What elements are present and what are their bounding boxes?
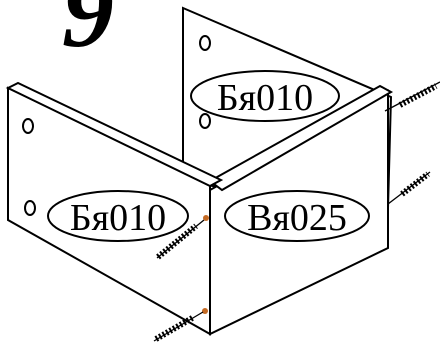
back-panel-hole: [199, 35, 211, 51]
screw-icon: [153, 311, 204, 342]
back-panel-label: Бя010: [217, 77, 313, 119]
front-panel-top-edge: [208, 84, 394, 192]
left-panel-label-oval: [47, 190, 189, 242]
left-panel-hole: [22, 118, 34, 134]
left-panel: Бя010: [5, 81, 224, 336]
front-panel-label: Вя025: [247, 197, 347, 239]
back-panel-label-oval: [190, 70, 340, 122]
screw-icon: [156, 219, 205, 260]
screw-icon: [384, 81, 440, 112]
left-panel-hole: [24, 200, 36, 216]
left-panel-top-edge: [5, 81, 224, 188]
left-panel-pilot-hole: [203, 215, 209, 221]
back-panel-hole: [199, 113, 211, 129]
left-panel-label: Бя010: [70, 197, 166, 239]
left-panel-pilot-hole: [202, 308, 208, 314]
step-number-label: 9: [62, 0, 114, 69]
screw-icon: [387, 171, 431, 205]
step-number: 9: [62, 0, 114, 69]
front-panel-label-oval: [224, 190, 370, 242]
